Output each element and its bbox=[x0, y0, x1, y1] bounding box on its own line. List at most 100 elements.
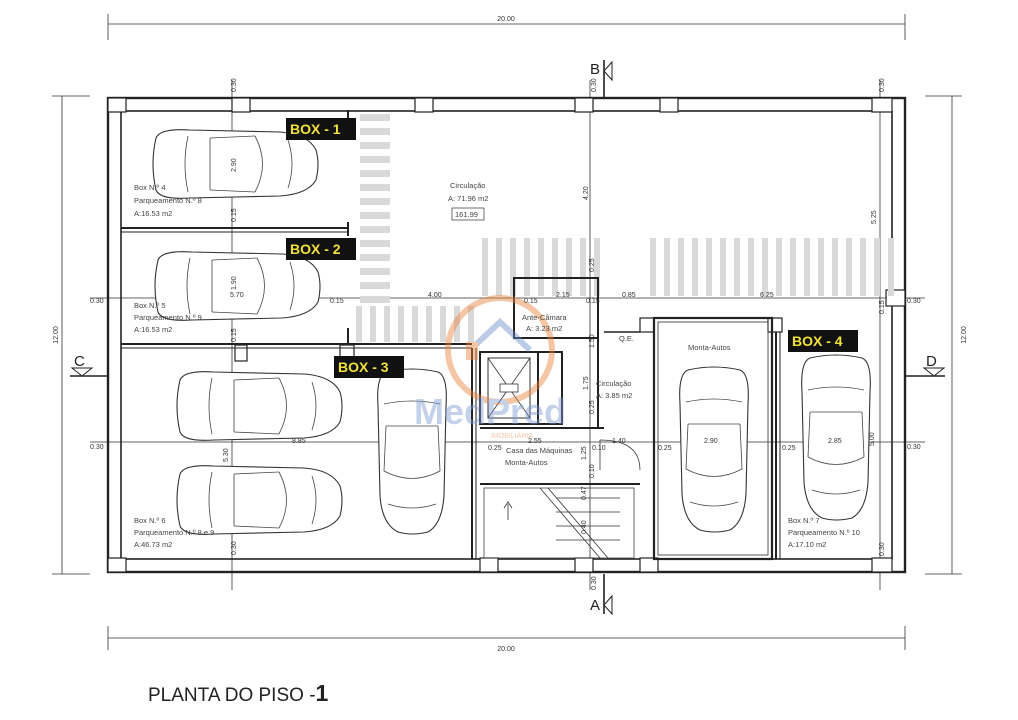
dim-030-i: 0.30 bbox=[907, 444, 921, 451]
dim-015-f: 0.15 bbox=[879, 300, 886, 314]
machine-room-label-1: Casa das Máquinas bbox=[506, 446, 573, 455]
floor-stripe bbox=[706, 238, 712, 296]
cars bbox=[152, 129, 871, 535]
dim-015-c: 0.15 bbox=[330, 298, 344, 305]
box-3-label: BOX - 3 bbox=[338, 359, 389, 375]
floor-stripe bbox=[650, 238, 656, 296]
machine-room-label-2: Monta-Autos bbox=[505, 458, 548, 467]
car-monta-autos bbox=[679, 366, 749, 533]
floor-stripe bbox=[360, 240, 390, 247]
circulation-main-area: A: 71.96 m2 bbox=[448, 194, 488, 203]
ante-camara-area: A: 3.23 m2 bbox=[526, 324, 562, 333]
dim-015-a: 0.15 bbox=[231, 208, 238, 222]
floor-stripe bbox=[552, 238, 558, 296]
dim-030-b: 0.30 bbox=[591, 78, 598, 92]
dim-420: 4.20 bbox=[583, 186, 590, 200]
page-title: PLANTA DO PISO -1 bbox=[148, 680, 328, 707]
floor-stripe bbox=[412, 306, 418, 342]
dim-530: 5.30 bbox=[223, 448, 230, 462]
overall-dimensions: 20.00 20.00 12.00 12.00 bbox=[52, 14, 968, 653]
dim-010-a: 0.10 bbox=[592, 445, 606, 452]
floor-stripe bbox=[790, 238, 796, 296]
floor-stripe bbox=[468, 306, 474, 342]
box4-line2: Parqueamento N.º 8 bbox=[134, 196, 202, 205]
dim-140: 1.40 bbox=[612, 438, 626, 445]
title-level: 1 bbox=[315, 680, 329, 706]
dim-025-a: 0.25 bbox=[589, 258, 596, 272]
floor-stripe bbox=[818, 238, 824, 296]
dim-047: 0.47 bbox=[581, 486, 588, 500]
box5-line2: Parqueamento N.º 9 bbox=[134, 313, 202, 322]
floor-stripe bbox=[426, 306, 432, 342]
circulation-small-area: A: 3.85 m2 bbox=[596, 391, 632, 400]
box-1-label: BOX - 1 bbox=[290, 121, 341, 137]
floor-stripe bbox=[454, 306, 460, 342]
section-a-label: A bbox=[590, 597, 600, 614]
floor-stripe bbox=[664, 238, 670, 296]
floor-stripe bbox=[360, 114, 390, 121]
dim-040: 0.40 bbox=[581, 520, 588, 534]
floor-stripe bbox=[874, 238, 880, 296]
dim-030-j: 0.30 bbox=[90, 444, 104, 451]
box7-line2: Parqueamento N.º 10 bbox=[788, 528, 860, 537]
dim-625: 6.25 bbox=[760, 292, 774, 299]
dim-255: 2.55 bbox=[528, 438, 542, 445]
floor-stripe bbox=[360, 212, 390, 219]
dim-570: 5.70 bbox=[230, 292, 244, 299]
box6-line2: Parqueamento N.º 8 e 9 bbox=[134, 528, 214, 537]
box4-area: A:16.53 m2 bbox=[134, 209, 172, 218]
floor-stripe bbox=[360, 282, 390, 289]
bottom-width-dim: 20.00 bbox=[497, 646, 515, 653]
floor-stripe bbox=[360, 296, 390, 303]
box7-area: A:17.10 m2 bbox=[788, 540, 826, 549]
section-c-label: C bbox=[74, 353, 85, 370]
detail-dimensions: 0.30 0.30 0.30 0.30 0.30 0.30 0.30 0.30 … bbox=[90, 78, 921, 590]
dim-285: 2.85 bbox=[828, 438, 842, 445]
dim-025-c: 0.25 bbox=[488, 445, 502, 452]
dim-025-e: 0.25 bbox=[782, 445, 796, 452]
floor-stripe bbox=[678, 238, 684, 296]
floor-stripes bbox=[356, 114, 894, 342]
ante-camara-label: Ante-Câmara bbox=[522, 313, 567, 322]
floor-stripe bbox=[748, 238, 754, 296]
dim-015-b: 0.15 bbox=[231, 328, 238, 342]
floor-stripe bbox=[360, 268, 390, 275]
dim-030-g: 0.30 bbox=[90, 298, 104, 305]
section-b-label: B bbox=[590, 61, 600, 78]
floor-stripe bbox=[360, 198, 390, 205]
dim-085: 0.85 bbox=[622, 292, 636, 299]
dim-290-b: 2.90 bbox=[704, 438, 718, 445]
box4-line1: Box N.º 4 bbox=[134, 183, 166, 192]
car-box4 bbox=[801, 354, 871, 521]
dim-025-b: 0.25 bbox=[589, 400, 596, 414]
room-labels: Box N.º 4 Parqueamento N.º 8 A:16.53 m2 … bbox=[134, 181, 860, 549]
box5-area: A:16.53 m2 bbox=[134, 325, 172, 334]
box6-line1: Box N.º 6 bbox=[134, 516, 166, 525]
circulation-main-label: Circulação bbox=[450, 181, 485, 190]
floor-stripe bbox=[360, 142, 390, 149]
dim-525: 5.25 bbox=[871, 210, 878, 224]
level-tag: 161.99 bbox=[455, 210, 478, 219]
watermark-logo: MedPred IMOBILIÁRIA bbox=[414, 295, 566, 440]
car-lift-label: Monta-Autos bbox=[688, 343, 731, 352]
floor-stripe bbox=[776, 238, 782, 296]
dim-215: 2.15 bbox=[556, 292, 570, 299]
car-box3-vertical bbox=[377, 368, 447, 535]
floor-stripe bbox=[762, 238, 768, 296]
section-d-label: D bbox=[926, 353, 937, 370]
floor-stripe bbox=[846, 238, 852, 296]
floor-stripe bbox=[804, 238, 810, 296]
interior-walls bbox=[121, 110, 781, 561]
floor-stripe bbox=[580, 238, 586, 296]
dim-015-d: 0.15 bbox=[524, 298, 538, 305]
floor-stripe bbox=[360, 170, 390, 177]
dim-030-e: 0.30 bbox=[231, 541, 238, 555]
dim-030-f: 0.30 bbox=[879, 542, 886, 556]
floor-stripe bbox=[440, 306, 446, 342]
floor-stripe bbox=[832, 238, 838, 296]
floor-stripe bbox=[384, 306, 390, 342]
dim-125: 1.25 bbox=[581, 446, 588, 460]
watermark-sub: IMOBILIÁRIA bbox=[491, 431, 533, 440]
dim-015-e: 0.15 bbox=[586, 298, 600, 305]
